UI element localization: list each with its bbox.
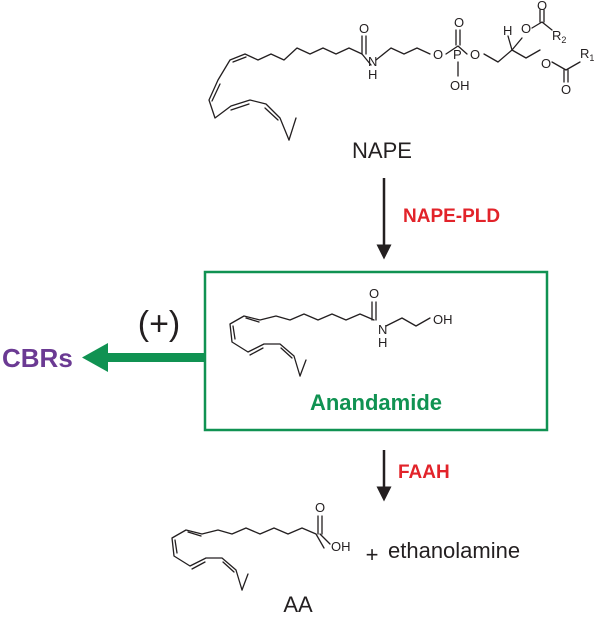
nape-acyl2-bond — [511, 37, 523, 51]
anandamide-chain — [229, 313, 375, 377]
nape-atom: H — [503, 23, 512, 38]
anandamide-double-bond — [245, 317, 260, 323]
nape-atom: R2 — [552, 28, 566, 45]
nape-atom: O — [433, 47, 443, 62]
anandamide-chain-tail — [299, 359, 307, 377]
nape-phosphate-bond — [445, 45, 468, 55]
nape-label: NAPE — [352, 138, 412, 163]
nape-double-bond — [264, 107, 279, 121]
anandamide-atom: H — [378, 335, 387, 350]
anandamide-double-bond — [280, 347, 293, 359]
aa-structure: O OH — [171, 500, 351, 591]
anandamide-atom: O — [369, 286, 379, 301]
anandamide-structure: O N H OH — [229, 286, 453, 377]
aa-double-bond — [187, 531, 202, 537]
aa-double-bond — [174, 539, 178, 554]
aa-double-bond — [191, 561, 206, 570]
aa-chain — [171, 527, 325, 591]
anandamide-atom: N — [378, 322, 387, 337]
cbrs-label: CBRs — [2, 343, 73, 373]
nape-stereo-h-bond — [507, 35, 513, 51]
nape-acyl1-ester — [551, 61, 581, 71]
nape-atom: H — [368, 67, 377, 82]
nape-atom: O — [359, 21, 369, 36]
nape-double-bond — [230, 103, 250, 111]
nape-atom: O — [521, 21, 531, 36]
nape-chain-tail — [288, 117, 297, 141]
nape-atom: O — [541, 56, 551, 71]
anandamide-label: Anandamide — [310, 390, 442, 415]
aa-oh-bond — [319, 533, 331, 545]
nape-pld-enzyme-label: NAPE-PLD — [403, 206, 500, 227]
nape-structure: O N H O P O O OH H O O R2 O R1 O — [208, 0, 594, 141]
anandamide-ethanolamine — [385, 317, 431, 327]
nape-atom: O — [537, 0, 547, 13]
nape-glycerol — [483, 49, 541, 63]
nape-atom: R1 — [580, 46, 594, 63]
nape-double-bond — [211, 83, 221, 102]
anandamide-box — [203, 270, 549, 432]
nape-atom: O — [454, 15, 464, 30]
ethanolamine-label: ethanolamine — [388, 538, 520, 563]
nape-ethanolamine-link — [375, 47, 431, 61]
activation-sign: (+) — [138, 305, 181, 343]
aa-atom: OH — [331, 539, 351, 554]
aa-chain-tail — [241, 573, 249, 591]
nape-double-bond — [232, 56, 247, 63]
nape-chain — [208, 47, 372, 141]
aa-atom: O — [315, 500, 325, 515]
plus-sign: + — [366, 542, 379, 567]
aa-double-bond — [222, 561, 235, 573]
anandamide-double-bond — [249, 347, 264, 356]
nape-atom: N — [368, 54, 377, 69]
nape-acyl2-ester — [531, 21, 553, 31]
aa-label: AA — [283, 592, 313, 617]
anandamide-atom: OH — [433, 312, 453, 327]
nape-atom: O — [470, 47, 480, 62]
left-arrow-icon — [82, 343, 205, 372]
nape-atom: P — [453, 47, 462, 62]
nape-atom: O — [561, 82, 571, 97]
faah-enzyme-label: FAAH — [398, 462, 450, 483]
anandamide-double-bond — [232, 325, 236, 340]
nape-atom: OH — [450, 78, 470, 93]
